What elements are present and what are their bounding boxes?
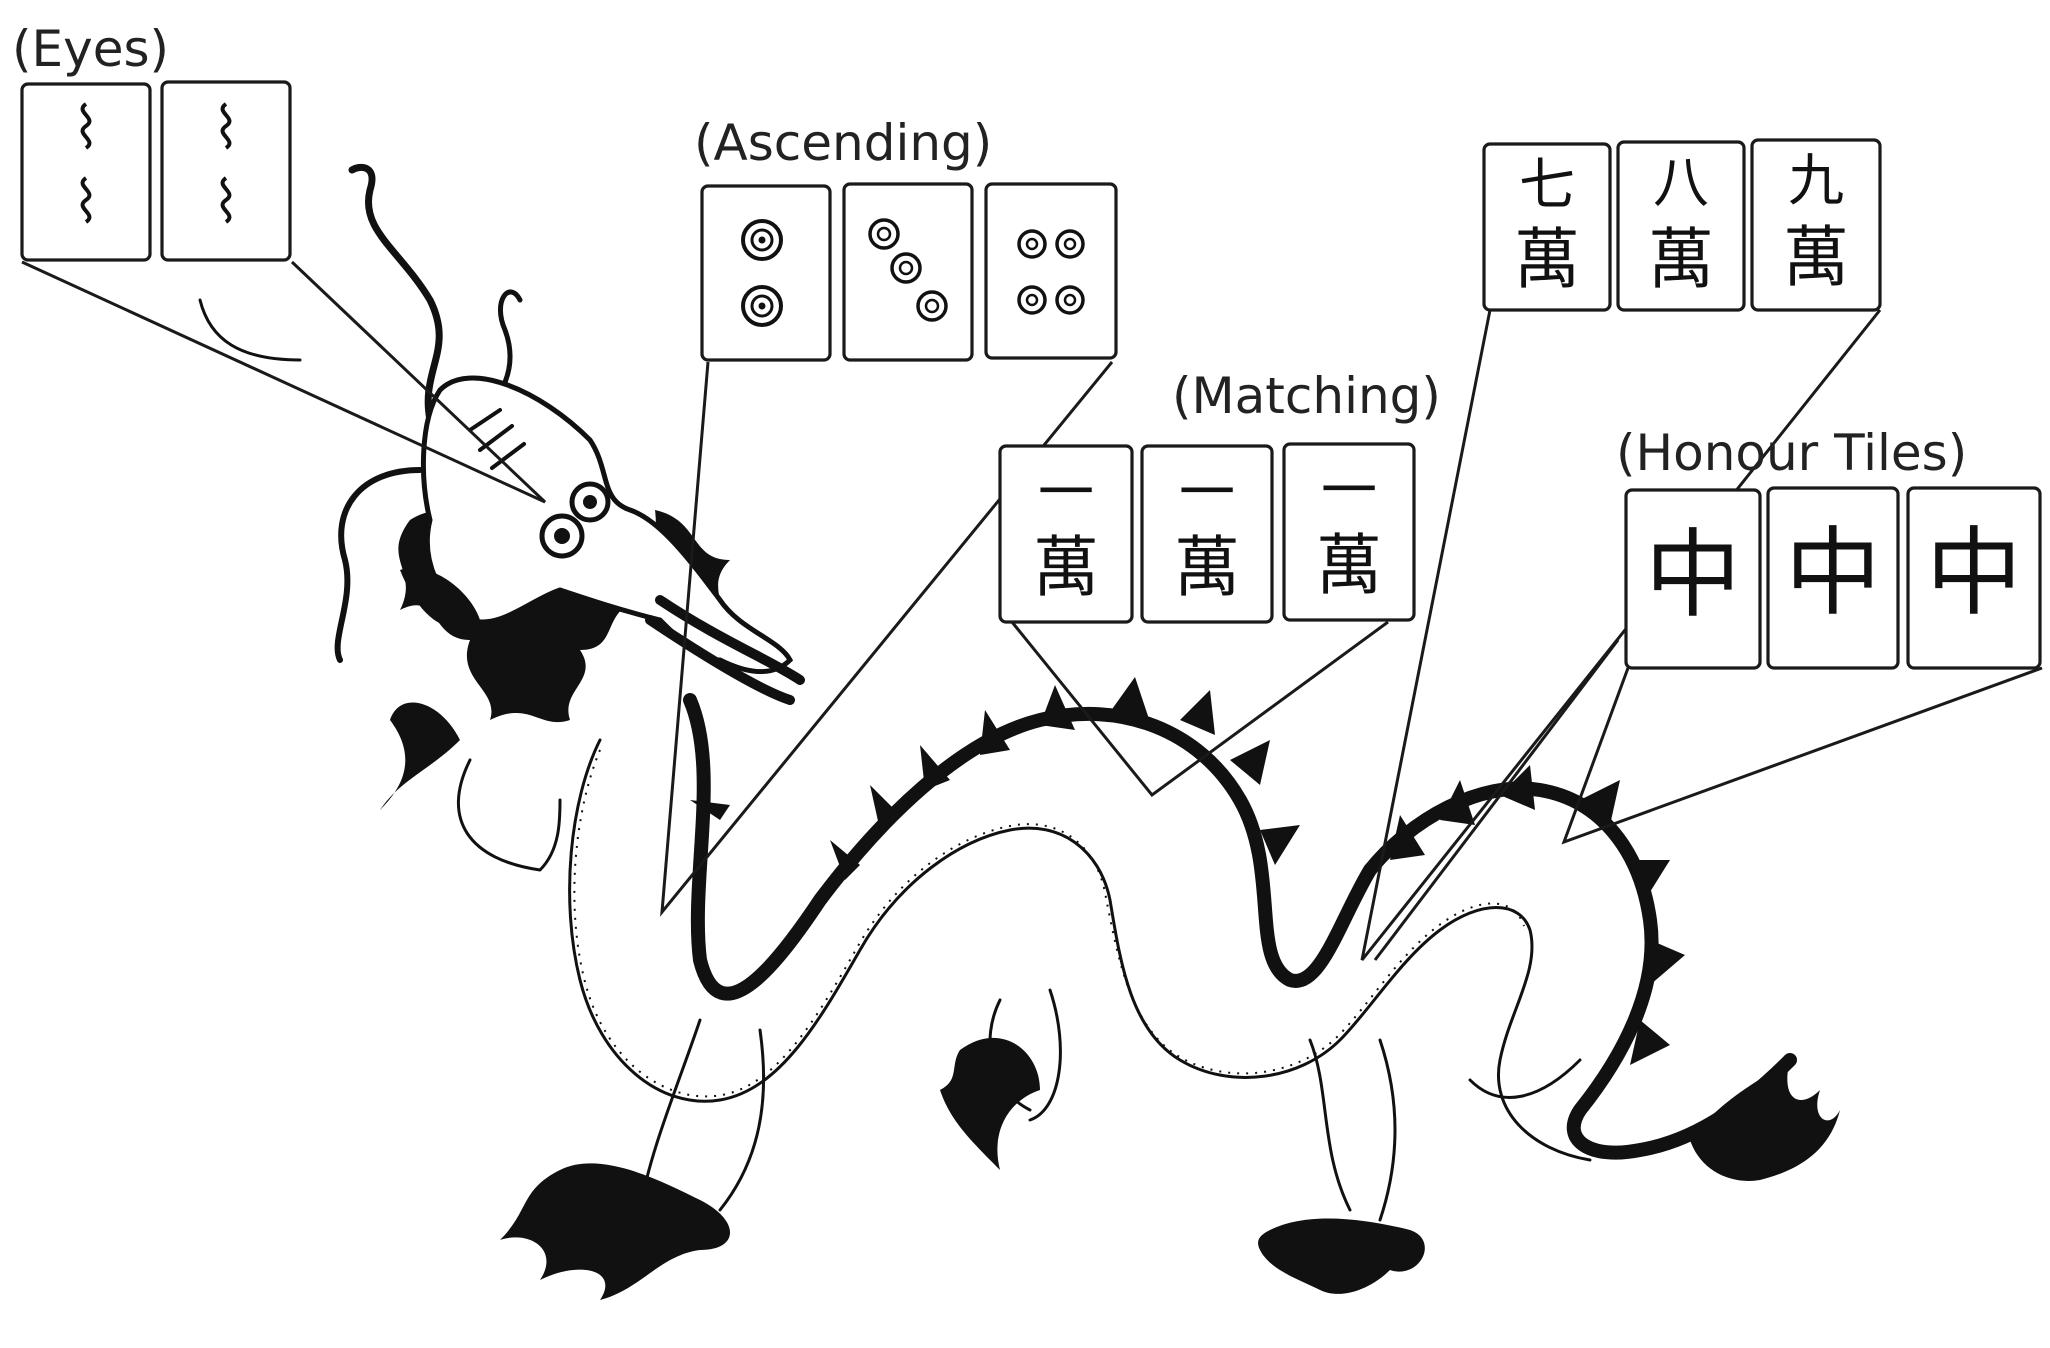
red-dragon-tile: 中 [1906,486,2042,670]
pointer-honour [1561,666,2043,845]
honour-tile-group: 中 中 中 [1624,486,2042,670]
tile-rank: 一 [1321,459,1377,524]
eyes-tile-group [20,80,292,262]
tile-frame [1616,140,1746,312]
dragon-spine [683,693,1797,1160]
dots-four-tile [984,182,1118,360]
tile-character: 中 [1926,517,2022,629]
character-tile: 七 萬 [1482,142,1612,312]
pointer-matching [1010,620,1389,798]
tile-rank: 九 [1788,149,1844,214]
tile-frame [1624,488,1762,670]
dragon-whisker-lower [334,467,423,663]
dragon-claw-hind [1258,1218,1425,1294]
sequence-tile-group: 七 萬 八 萬 九 萬 [1482,138,1882,312]
bamboo-stick-icon [80,102,92,224]
tile-rank: 八 [1653,151,1709,216]
pointer-honour-extra [1373,639,1620,961]
group-labels: (Eyes) (Ascending) (Matching) (Honour Ti… [12,20,1967,482]
bamboo-stick-icon [220,102,232,224]
dragon-horns [645,595,805,705]
tile-suit: 萬 [1174,529,1240,606]
dot-circle-icon [741,219,783,327]
dots-two-tile [700,184,832,362]
tile-frame [1766,486,1900,670]
pointer-eyes [21,260,547,504]
tile-rank: 一 [1179,461,1235,526]
tile-frame [1140,444,1274,624]
tile-rank: 一 [1038,461,1094,526]
dragon-pupil-left [583,495,597,509]
tile-suit: 萬 [1648,221,1714,298]
tile-frame [998,444,1134,624]
dragon-hindleg [1308,1038,1397,1222]
label-eyes: (Eyes) [12,20,169,78]
tile-frame [1906,486,2042,670]
tile-frame [984,182,1118,360]
dragon-claw-raised [380,702,460,810]
dragon-whisker-thin [198,298,302,362]
tile-character: 中 [1645,519,1741,631]
tile-frame [700,184,832,362]
dragon-foreleg-raised [457,758,562,872]
dragon-illustration [198,164,1840,1300]
dragon-dorsal-fins [690,677,1685,1065]
dragon-pupil-right [554,528,570,544]
tile-frame [160,80,292,262]
pointer-ascending [660,361,1114,917]
dragon-belly-line [568,738,1592,1162]
label-matching: (Matching) [1172,367,1441,425]
character-tile: 一 萬 [1282,442,1416,622]
bamboo-two-tile [20,82,152,262]
character-tile: 九 萬 [1750,138,1882,312]
character-tile: 一 萬 [1140,444,1274,624]
tile-frame [1482,142,1612,312]
dot-circle-icon [1017,229,1085,315]
ascending-tile-group [700,182,1118,362]
tile-character: 中 [1785,517,1881,629]
dragon-jaw [400,568,480,628]
dragon-tail-underside [1468,1058,1582,1099]
tile-rank: 七 [1519,153,1575,218]
tile-suit: 萬 [1033,529,1099,606]
dot-circle-icon [868,218,948,322]
red-dragon-tile: 中 [1624,488,1762,670]
matching-tile-group: 一 萬 一 萬 一 萬 [998,442,1416,624]
dragon-claw-front [500,1163,730,1300]
dragon-claw-mid [940,1037,1040,1170]
bamboo-two-tile [160,80,292,262]
tile-suit: 萬 [1316,527,1382,604]
character-tile: 八 萬 [1616,140,1746,312]
tile-frame [1750,138,1882,312]
label-ascending: (Ascending) [694,114,992,172]
tile-suit: 萬 [1514,221,1580,298]
tile-suit: 萬 [1783,219,1849,296]
dragon-whisker-left [348,164,443,424]
tile-frame [1282,442,1416,622]
character-tile: 一 萬 [998,444,1134,624]
dragon-tail-flame [1690,1060,1840,1181]
red-dragon-tile: 中 [1766,486,1900,670]
dots-three-tile [842,182,974,362]
label-honour-tiles: (Honour Tiles) [1616,424,1967,482]
tile-frame [20,82,152,262]
tile-frame [842,182,974,362]
